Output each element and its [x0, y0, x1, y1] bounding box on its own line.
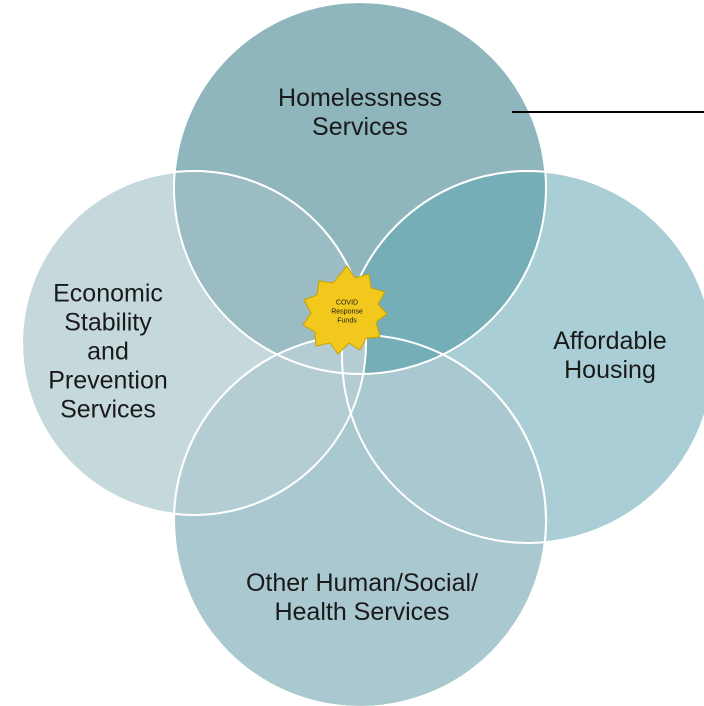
- outline-homelessness: [173, 1, 547, 375]
- label-affordable-housing: Affordable Housing: [553, 327, 667, 384]
- label-other-services: Other Human/Social/ Health Services: [245, 569, 479, 626]
- outline-affordable-housing: [341, 170, 704, 544]
- covid-response-funds-label: COVID Response Funds: [331, 299, 363, 325]
- outline-economic: [21, 170, 367, 516]
- label-homelessness-services: Homelessness Services: [278, 84, 442, 141]
- label-economic-stability: Economic Stability and Prevention Servic…: [48, 279, 168, 424]
- covid-funds-star-shape: [302, 265, 388, 355]
- overlap-economic-other: [174, 335, 366, 515]
